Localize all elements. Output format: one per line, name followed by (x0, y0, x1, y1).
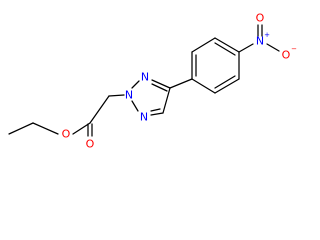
atom-nitro-o-single: O (282, 49, 291, 62)
molecule-diagram: O O N N N N + O O − (8, 11, 298, 151)
bond-ph5-ph6 (214, 78, 240, 94)
bond-ester-o-carbonyl-c (72, 122, 91, 135)
bond-ch2-n2 (108, 94, 125, 97)
bond-ph2-ph3 (191, 37, 216, 53)
atom-carbonyl-o: O (86, 138, 95, 151)
bond-n2-n1 (131, 80, 140, 89)
bond-c4-c5 (162, 87, 171, 114)
charge-nitro-o: − (291, 45, 297, 53)
atom-nitro-o-double: O (256, 12, 265, 25)
bond-ph6-ph1 (191, 78, 216, 94)
bond-ch2-ester-o (32, 122, 59, 135)
bond-nitro-n-o-single (266, 43, 280, 52)
charge-nitro-n: + (264, 31, 270, 39)
atom-triazole-n1: N (141, 71, 149, 84)
atom-ester-o: O (62, 128, 71, 141)
atom-nitro-n: N (256, 35, 264, 48)
bond-n1-c4-double (151, 83, 168, 92)
bond-ph4-nitro-n (238, 43, 254, 53)
bond-c5-n3 (150, 112, 164, 116)
bond-c5-n3-double (150, 108, 161, 112)
bond-carbonyl-ch2 (89, 95, 110, 124)
bond-n1-c4 (151, 79, 171, 89)
bond-ch3-ch2 (8, 122, 34, 135)
bond-n2-n3 (131, 100, 139, 112)
bond-ph3-ph4 (214, 37, 240, 53)
bond-ph3-ph4-inner (214, 42, 236, 56)
bond-ph5-ph6-inner (214, 75, 236, 89)
atom-triazole-n3: N (140, 111, 148, 124)
atom-labels: O O N N N N + O O − (62, 12, 297, 151)
bond-c4-phenyl (169, 78, 193, 89)
bonds (8, 24, 280, 137)
structure-canvas: O O N N N N + O O − (8, 12, 297, 151)
atom-triazole-n2: N (125, 89, 133, 102)
